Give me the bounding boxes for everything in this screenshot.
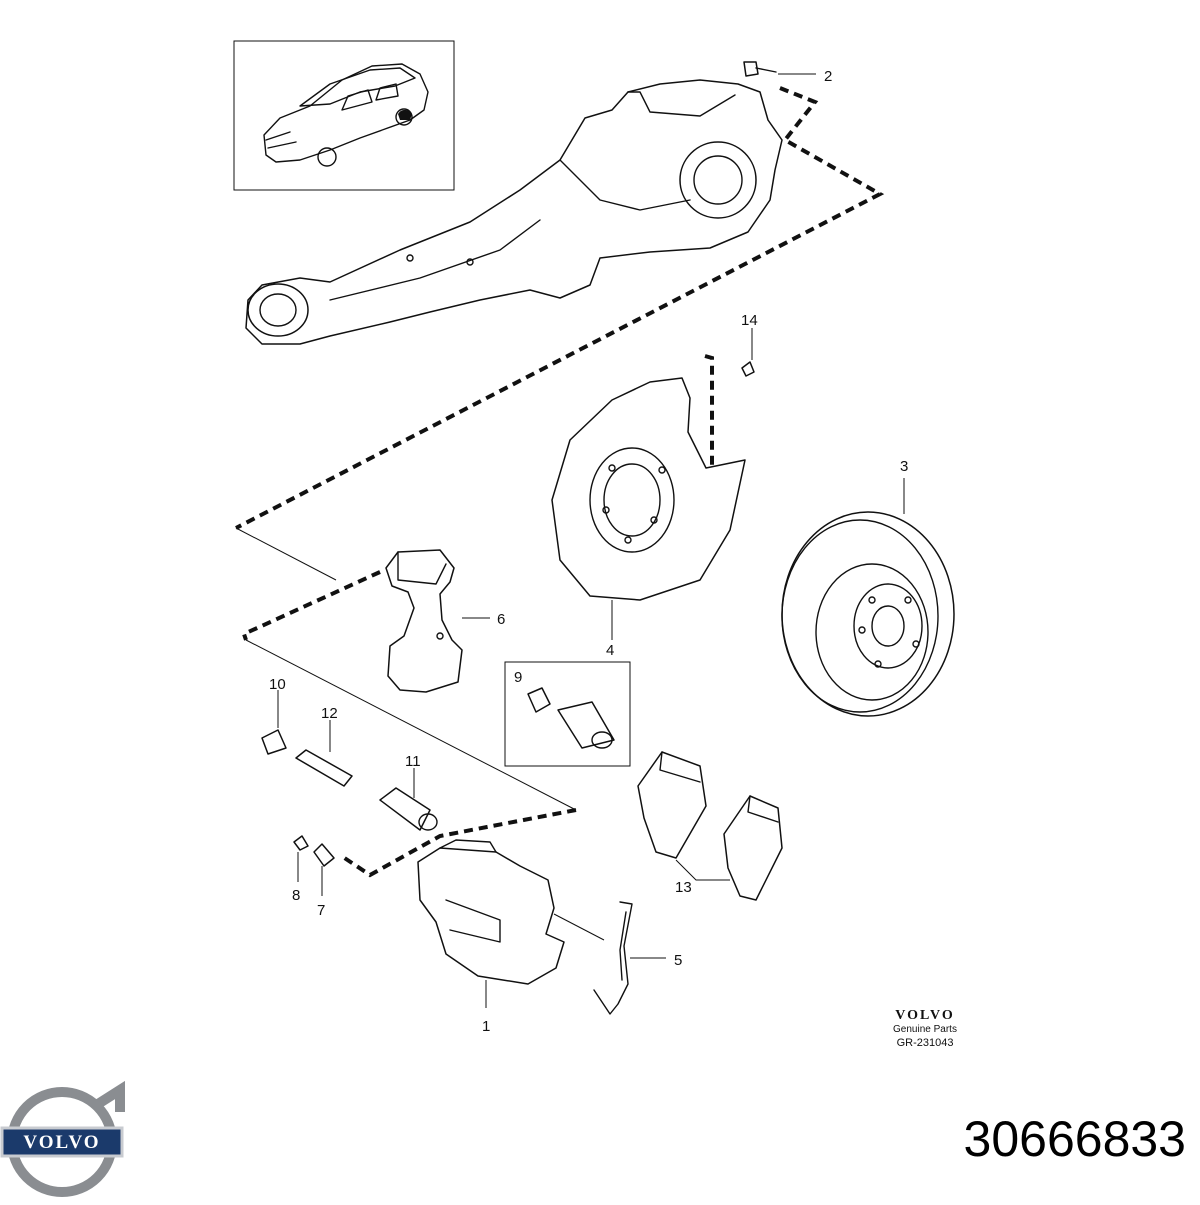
- brand-subtitle: Genuine Parts: [893, 1024, 957, 1035]
- brand-name: VOLVO: [895, 1008, 955, 1023]
- callout-1: 1: [482, 1018, 490, 1035]
- part-number: 30666833: [963, 1111, 1186, 1167]
- callout-14: 14: [741, 312, 758, 329]
- callout-3: 3: [900, 458, 908, 475]
- cap-part-8: [293, 835, 309, 882]
- callout-6: 6: [497, 611, 505, 628]
- callout-12: 12: [321, 705, 338, 722]
- screw-part-14: [704, 328, 755, 470]
- brake-caliper-part-1: [417, 839, 565, 1008]
- carrier-dash-path: [241, 570, 381, 641]
- splash-shield-part-4: [551, 377, 746, 640]
- callout-9: 9: [514, 669, 522, 686]
- callout-10: 10: [269, 676, 286, 693]
- guide-bushing-part-10: [261, 690, 287, 755]
- trailing-arm: [245, 79, 783, 345]
- brake-disc-part-3: [781, 478, 955, 717]
- car-thumbnail: [233, 40, 455, 191]
- carrier-thin-path: [245, 639, 577, 811]
- assembly-thin-path: [235, 527, 337, 581]
- bleed-screw-part-7: [313, 843, 335, 896]
- callout-2: 2: [824, 68, 832, 85]
- brake-pads-part-13: [637, 751, 783, 901]
- callout-4: 4: [606, 642, 614, 659]
- guide-kit-part-9: [504, 661, 631, 767]
- diagram-reference: GR-231043: [896, 1037, 954, 1049]
- genuine-parts-stamp: VOLVO Genuine Parts GR-231043: [880, 1008, 970, 1049]
- volvo-logo: VOLVO: [0, 1080, 125, 1197]
- caliper-carrier-part-6: [385, 549, 490, 693]
- callout-11: 11: [405, 753, 421, 770]
- callout-8: 8: [292, 887, 300, 904]
- bolt-part-2: [743, 61, 816, 77]
- callout-7: 7: [317, 902, 325, 919]
- assembly-dash-path: [235, 86, 885, 530]
- logo-wordmark: VOLVO: [23, 1132, 100, 1153]
- spring-clip-part-5: [553, 901, 666, 1015]
- guide-sleeve-part-11: [379, 768, 438, 831]
- guide-pin-part-12: [295, 720, 353, 787]
- callout-13: 13: [675, 879, 692, 896]
- callout-5: 5: [674, 952, 682, 969]
